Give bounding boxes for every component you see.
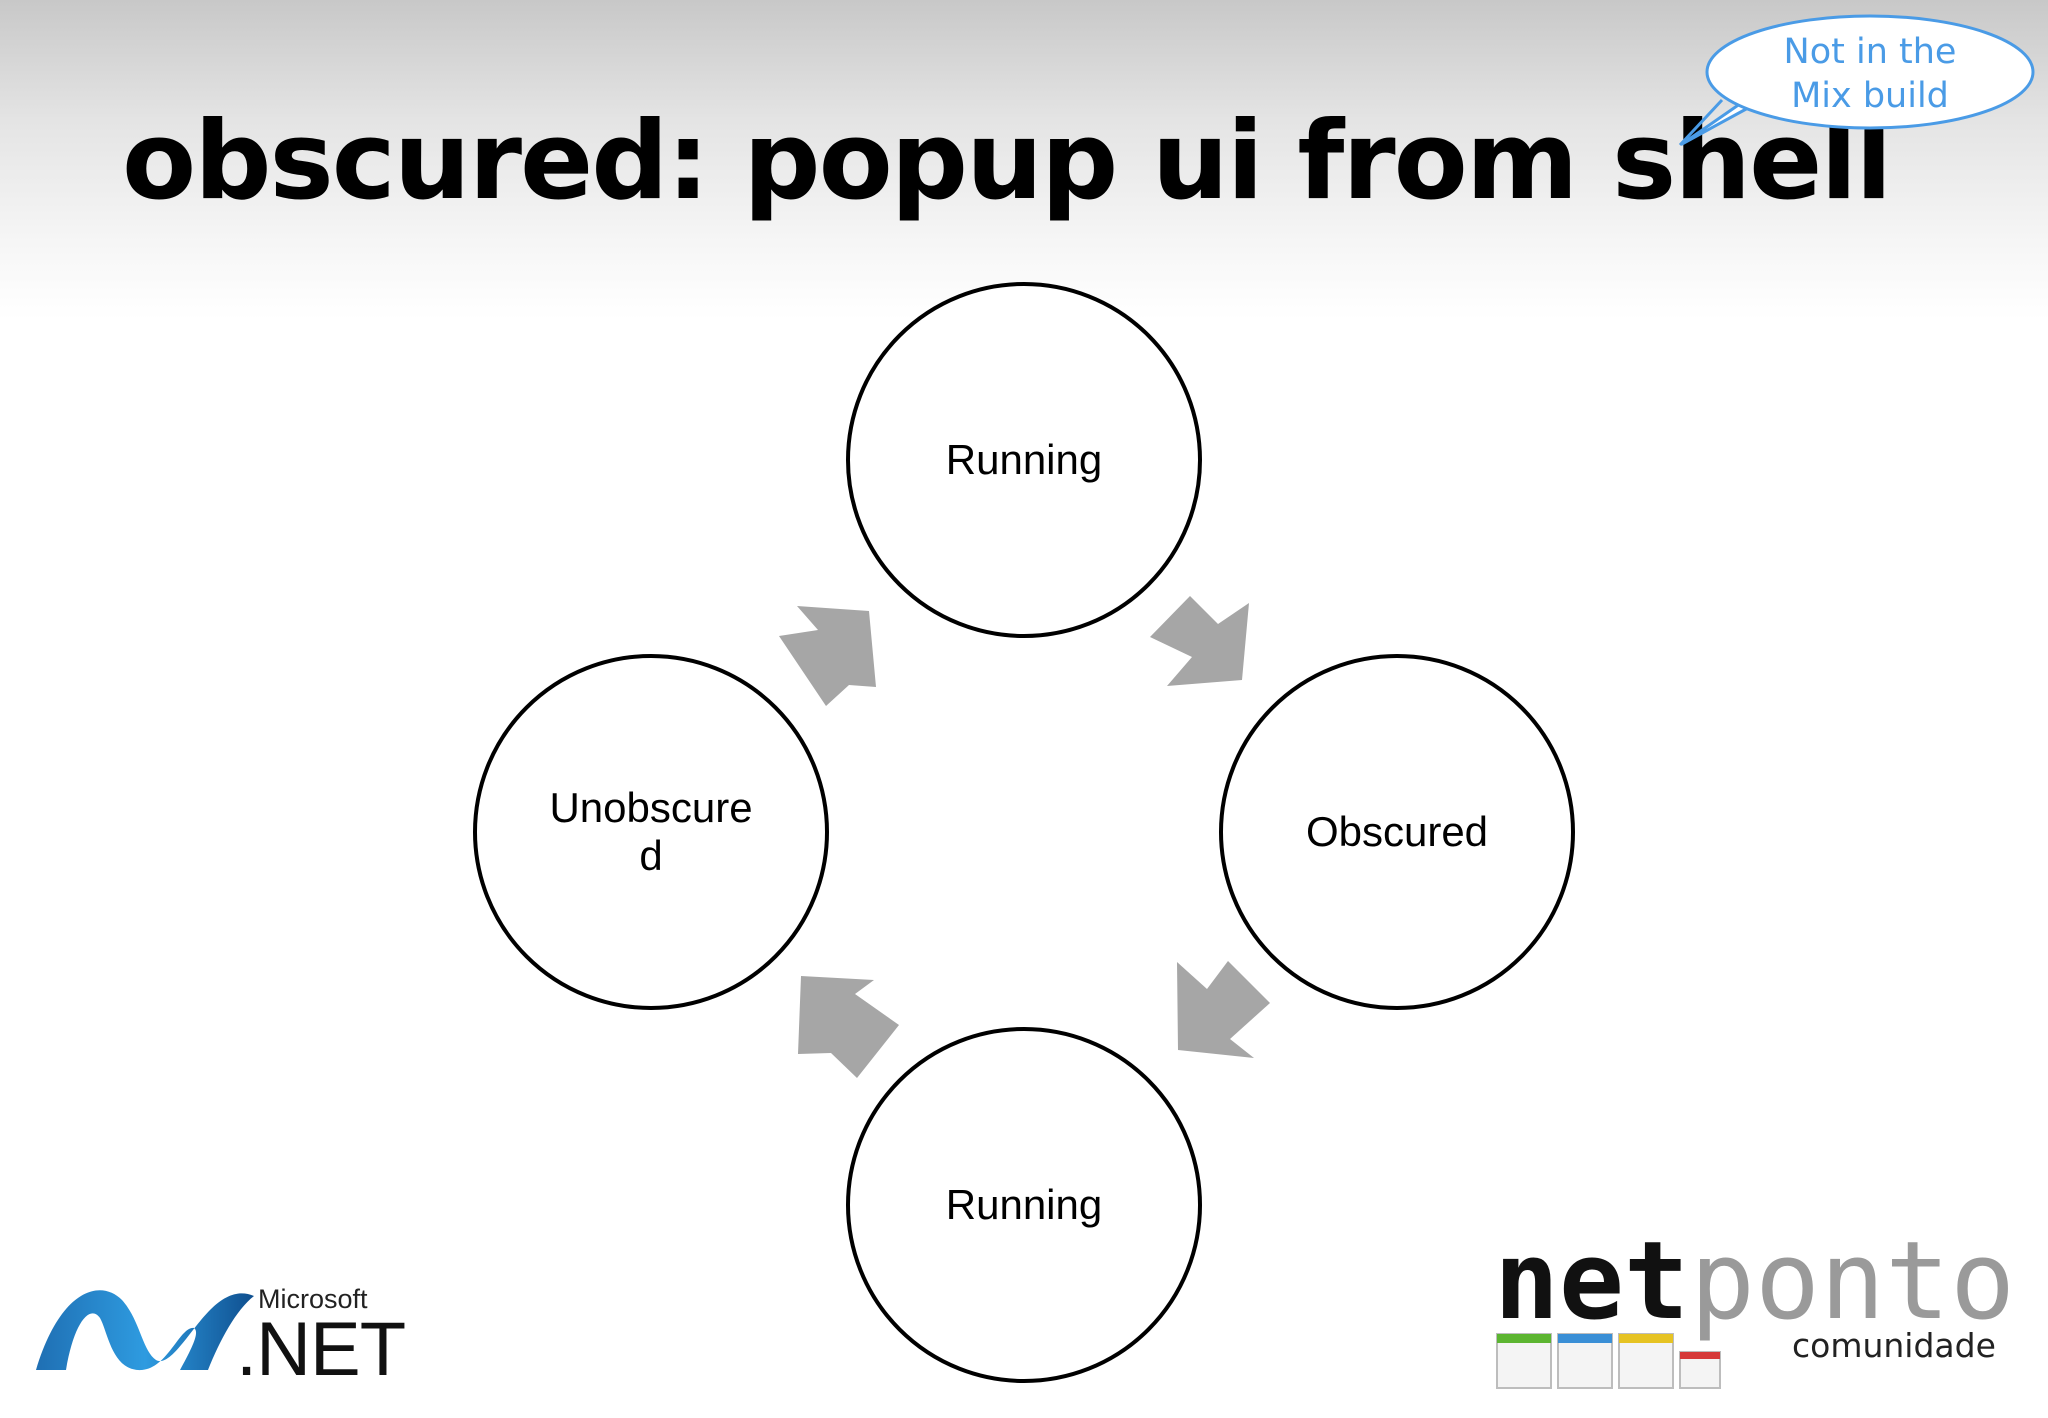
arrow-running-to-unobscured bbox=[798, 976, 899, 1078]
callout-text: Not in the Mix build bbox=[1730, 30, 2010, 118]
node-running-top-label: Running bbox=[946, 436, 1102, 483]
callout-line-1: Not in the bbox=[1783, 32, 1957, 72]
node-unobscured-label-line-2: d bbox=[639, 832, 662, 879]
netponto-logo-net: net bbox=[1494, 1219, 1690, 1344]
node-running-top bbox=[846, 282, 1202, 638]
arrow-obscured-to-running bbox=[1177, 961, 1270, 1058]
node-running-bottom-label: Running bbox=[946, 1181, 1102, 1228]
arrow-unobscured-to-running bbox=[779, 606, 876, 706]
node-unobscured bbox=[473, 654, 829, 1010]
callout-line-2: Mix build bbox=[1791, 76, 1949, 116]
dotnet-product-text: .NET bbox=[236, 1307, 406, 1392]
netponto-logo-subtitle: comunidade bbox=[1792, 1326, 1996, 1365]
netponto-logo-ponto: ponto bbox=[1690, 1219, 2016, 1344]
arrow-running-to-obscured bbox=[1150, 596, 1249, 686]
netponto-window-icons bbox=[1496, 1333, 1721, 1389]
node-obscured bbox=[1219, 654, 1575, 1010]
node-running-bottom bbox=[846, 1027, 1202, 1383]
node-unobscured-label-line-1: Unobscure bbox=[549, 784, 752, 831]
node-obscured-label: Obscured bbox=[1306, 808, 1488, 855]
slide-title: obscured: popup ui from shell bbox=[122, 99, 1892, 224]
dotnet-brand-text: Microsoft bbox=[258, 1284, 368, 1314]
dotnet-wave-icon bbox=[36, 1290, 254, 1371]
